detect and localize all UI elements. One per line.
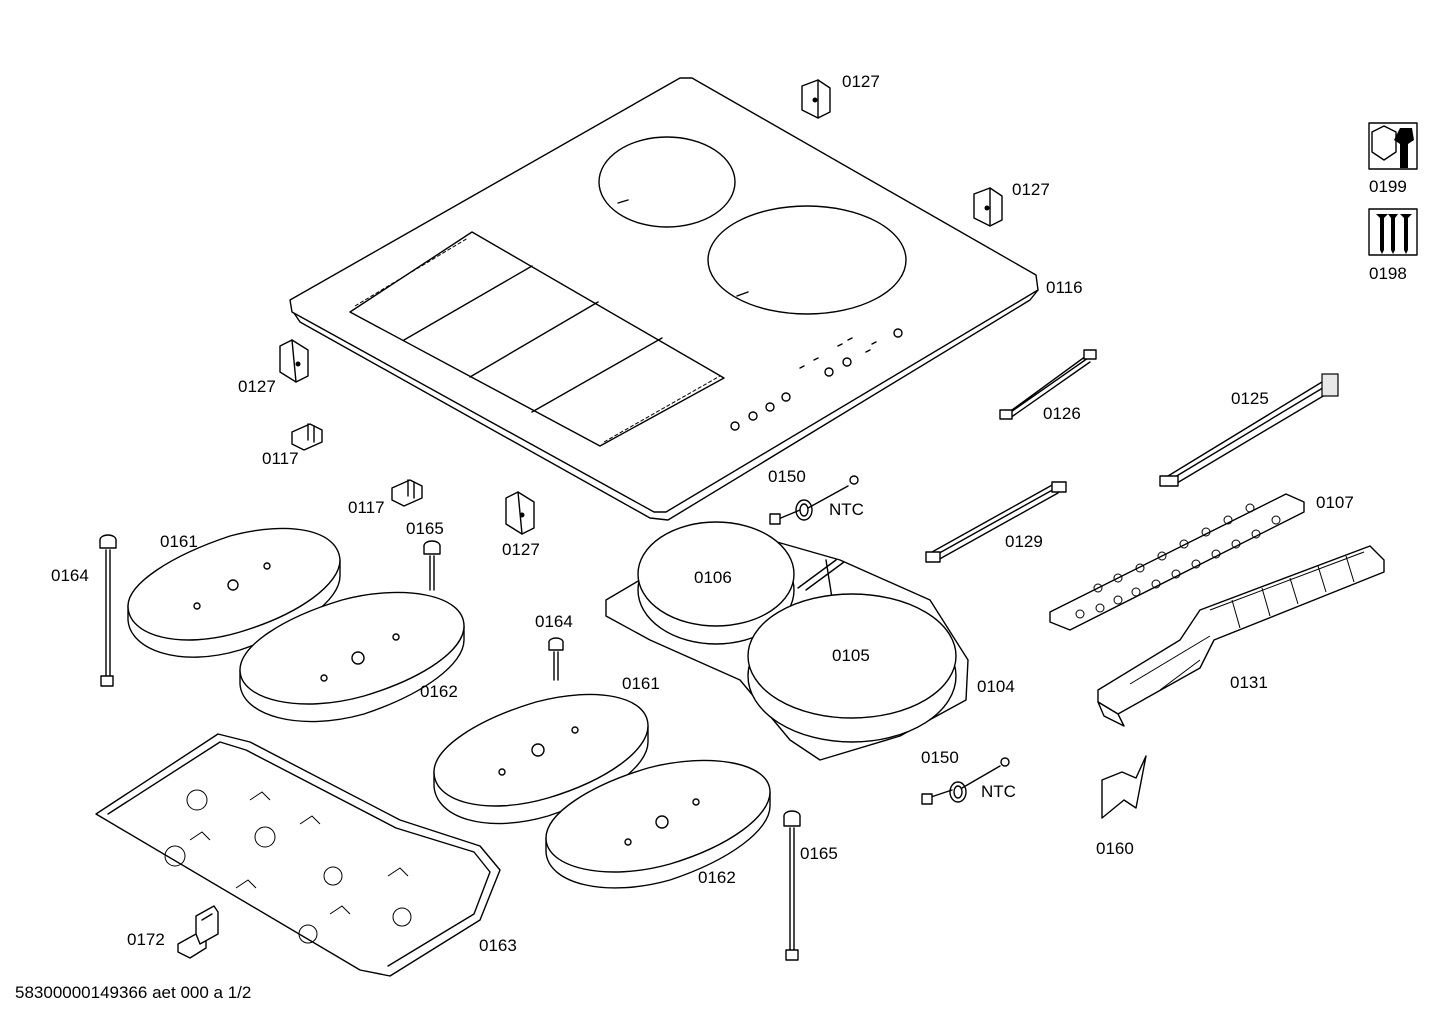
bracket-0127-top bbox=[801, 79, 831, 119]
label-0161-right: 0161 bbox=[622, 674, 660, 693]
oval-coil-0162-right bbox=[545, 759, 771, 889]
label-0127-top: 0127 bbox=[842, 72, 880, 91]
label-0127-center: 0127 bbox=[502, 540, 540, 559]
label-0172: 0172 bbox=[127, 930, 165, 949]
label-0126: 0126 bbox=[1043, 404, 1081, 423]
cable-0126 bbox=[999, 349, 1097, 420]
ntc-sensor-0150-a bbox=[769, 475, 859, 525]
bracket-0127-right bbox=[973, 187, 1003, 227]
cable-0125 bbox=[1159, 373, 1339, 487]
support-frame-0131 bbox=[1097, 545, 1385, 727]
clip-0117-b bbox=[391, 479, 423, 507]
screws-icon bbox=[1368, 208, 1418, 256]
ntc-sensor-0150-b bbox=[921, 757, 1010, 805]
label-0129: 0129 bbox=[1005, 532, 1043, 551]
holder-0172 bbox=[177, 905, 219, 959]
label-0160: 0160 bbox=[1096, 839, 1134, 858]
label-0104: 0104 bbox=[977, 677, 1015, 696]
cable-0129 bbox=[925, 481, 1067, 563]
oval-coil-0162-left bbox=[239, 591, 465, 723]
label-0125: 0125 bbox=[1231, 389, 1269, 408]
label-0105: 0105 bbox=[832, 646, 870, 665]
label-0106: 0106 bbox=[694, 568, 732, 587]
label-0164-right: 0164 bbox=[535, 612, 573, 631]
label-0165-left: 0165 bbox=[406, 519, 444, 538]
label-0161-left: 0161 bbox=[160, 532, 198, 551]
sensor-rod-0164-left bbox=[99, 534, 117, 687]
label-0150-b: 0150 bbox=[921, 748, 959, 767]
label-0150-a: 0150 bbox=[768, 467, 806, 486]
sensor-rod-0165-right bbox=[783, 810, 801, 961]
label-0131: 0131 bbox=[1230, 673, 1268, 692]
ceramic-hob-top bbox=[289, 77, 1039, 521]
label-0162-left: 0162 bbox=[420, 682, 458, 701]
label-0162-right: 0162 bbox=[698, 868, 736, 887]
label-0127-right: 0127 bbox=[1012, 180, 1050, 199]
label-0117-b: 0117 bbox=[348, 498, 385, 517]
label-ntc-b: NTC bbox=[981, 782, 1016, 801]
label-0116: 0116 bbox=[1046, 278, 1083, 297]
flex-zone bbox=[349, 231, 725, 447]
clip-0117-a bbox=[291, 423, 323, 451]
wrench-nut-icon bbox=[1368, 122, 1418, 170]
label-0117-a: 0117 bbox=[262, 449, 299, 468]
label-ntc-a: NTC bbox=[829, 500, 864, 519]
induction-coil-0106 bbox=[637, 521, 795, 645]
label-0127-left: 0127 bbox=[238, 377, 276, 396]
touch-controls bbox=[730, 328, 903, 431]
control-board-0107 bbox=[1049, 493, 1305, 631]
oval-coil-0161-right bbox=[433, 693, 649, 825]
label-0107: 0107 bbox=[1316, 493, 1354, 512]
icon-code-0198: 0198 bbox=[1369, 264, 1407, 283]
sensor-rod-0164-right bbox=[548, 637, 564, 681]
base-tray-0163 bbox=[95, 733, 501, 977]
document-footer: 58300000149366 aet 000 a 1/2 bbox=[15, 983, 251, 1002]
oval-coil-0161-left bbox=[127, 527, 341, 658]
label-0163: 0163 bbox=[479, 936, 517, 955]
bracket-0127-left bbox=[279, 339, 309, 383]
bracket-0127-center bbox=[505, 491, 535, 535]
induction-coil-0105 bbox=[747, 593, 957, 743]
label-0164-left: 0164 bbox=[51, 566, 89, 585]
insulation-sheet-0160 bbox=[1101, 755, 1147, 819]
icon-code-0199: 0199 bbox=[1369, 177, 1407, 196]
label-0165-right: 0165 bbox=[800, 844, 838, 863]
sensor-rod-0165-left bbox=[423, 540, 441, 591]
